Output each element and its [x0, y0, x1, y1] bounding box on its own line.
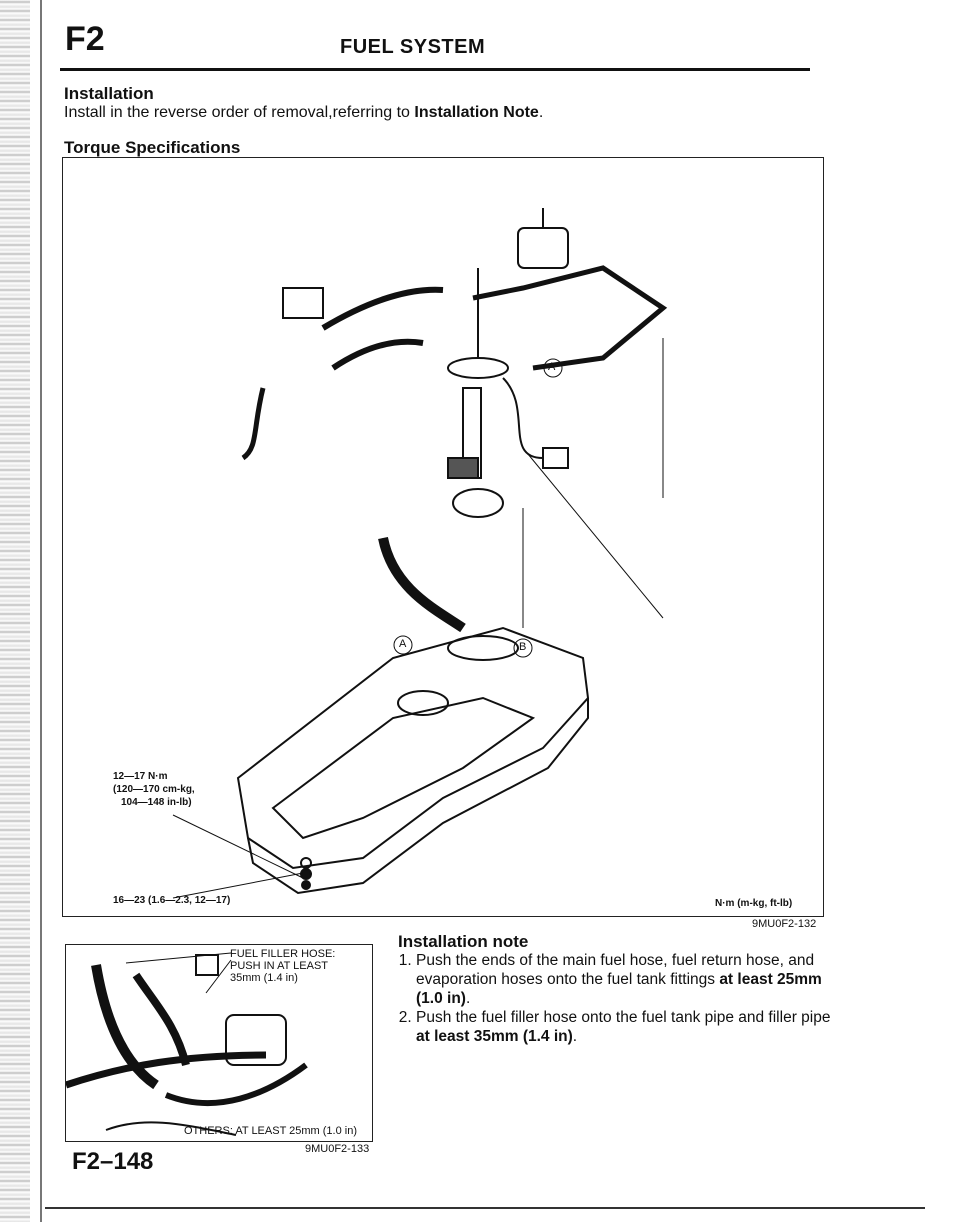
page-number: F2–148 — [72, 1148, 154, 1175]
tank-bolt-torque-label: 12—17 N·m (120—170 cm-kg, 104—148 in-lb) — [113, 771, 195, 808]
header-rule — [60, 68, 810, 71]
others-hose-callout: OTHERS: AT LEAST 25mm (1.0 in) — [184, 1125, 357, 1137]
figure-code-132: 9MU0F2-132 — [752, 918, 817, 930]
callout-b: B — [519, 641, 527, 653]
fuel-tank-illustration — [172, 208, 668, 899]
page-title: FUEL SYSTEM — [340, 36, 486, 58]
filler-hose-callout: FUEL FILLER HOSE: PUSH IN AT LEAST 35mm … — [230, 948, 336, 984]
exploded-view-figure: A A B 12—17 N·m (120—170 cm-kg, 104—148 … — [62, 157, 824, 917]
tank-nut-torque-label: 16—23 (1.6—2.3, 12—17) — [113, 895, 231, 906]
torque-units-label: N·m (m-kg, ft-lb) — [715, 898, 793, 909]
hose-detail-illustration — [64, 952, 308, 1136]
section-code: F2 — [65, 20, 105, 58]
installation-note: Installation note Push the ends of the m… — [398, 932, 838, 1046]
figure-code-133: 9MU0F2-133 — [305, 1143, 370, 1155]
hose-detail-figure: FUEL FILLER HOSE: PUSH IN AT LEAST 35mm … — [64, 944, 373, 1142]
scan-binding-line — [40, 0, 42, 1222]
note-item-2: Push the fuel filler hose onto the fuel … — [416, 1008, 838, 1046]
footer-rule — [45, 1207, 925, 1209]
scan-binding-edge — [0, 0, 30, 1222]
installation-text: Install in the reverse order of removal,… — [64, 104, 544, 121]
installation-heading: Installation — [64, 84, 154, 103]
note-item-1: Push the ends of the main fuel hose, fue… — [416, 951, 838, 1008]
callout-a-lower: A — [399, 638, 407, 650]
installation-note-heading: Installation note — [398, 932, 529, 951]
torque-heading: Torque Specifications — [64, 138, 241, 157]
callout-a-upper: A — [548, 361, 556, 373]
